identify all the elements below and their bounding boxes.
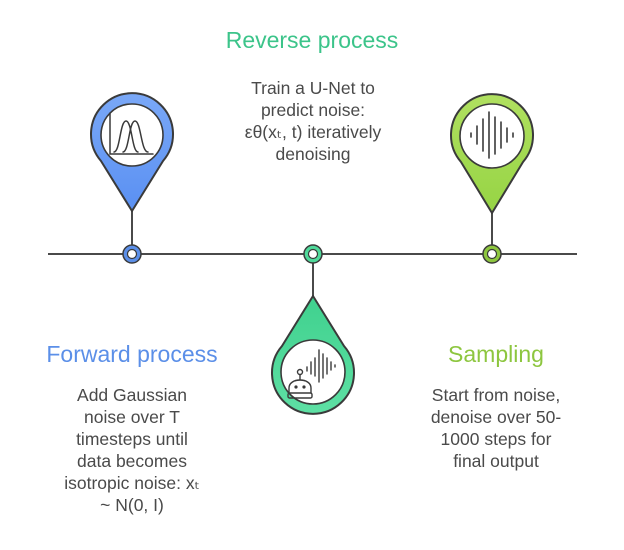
description-line: ~ N(0, I) <box>100 495 164 515</box>
description-line: isotropic noise: xₜ <box>64 473 200 493</box>
description-line: data becomes <box>77 451 187 471</box>
sampling-title: Sampling <box>448 341 544 367</box>
forward-marker <box>90 92 174 264</box>
bell-curve-distribution-icon <box>109 112 154 155</box>
sampling-node-hole <box>486 248 498 260</box>
description-line: denoise over 50- <box>430 407 562 427</box>
sampling-marker <box>450 93 534 264</box>
reverse-pin-inner <box>280 339 346 405</box>
description-line: 1000 steps for <box>440 429 552 449</box>
forward-node-hole <box>126 248 138 260</box>
reverse-title: Reverse process <box>225 27 399 53</box>
description-line: timesteps until <box>76 429 188 449</box>
sampling-pin-inner <box>459 103 525 169</box>
description-line: predict noise: <box>260 100 366 120</box>
description-line: Start from noise, <box>431 385 561 405</box>
sound-wave-icon <box>470 111 514 159</box>
sampling-description: Start from noise,denoise over 50-1000 st… <box>396 384 596 472</box>
description-line: noise over T <box>84 407 180 427</box>
description-line: final output <box>453 451 539 471</box>
description-line: denoising <box>275 144 351 164</box>
reverse-marker <box>271 244 355 415</box>
description-line: Train a U-Net to <box>251 78 375 98</box>
robot-sound-wave-icon <box>287 349 336 399</box>
reverse-node-hole <box>307 248 319 260</box>
description-line: εθ(xₜ, t) iteratively <box>244 122 382 142</box>
forward-title: Forward process <box>46 341 218 367</box>
description-line: Add Gaussian <box>77 385 187 405</box>
